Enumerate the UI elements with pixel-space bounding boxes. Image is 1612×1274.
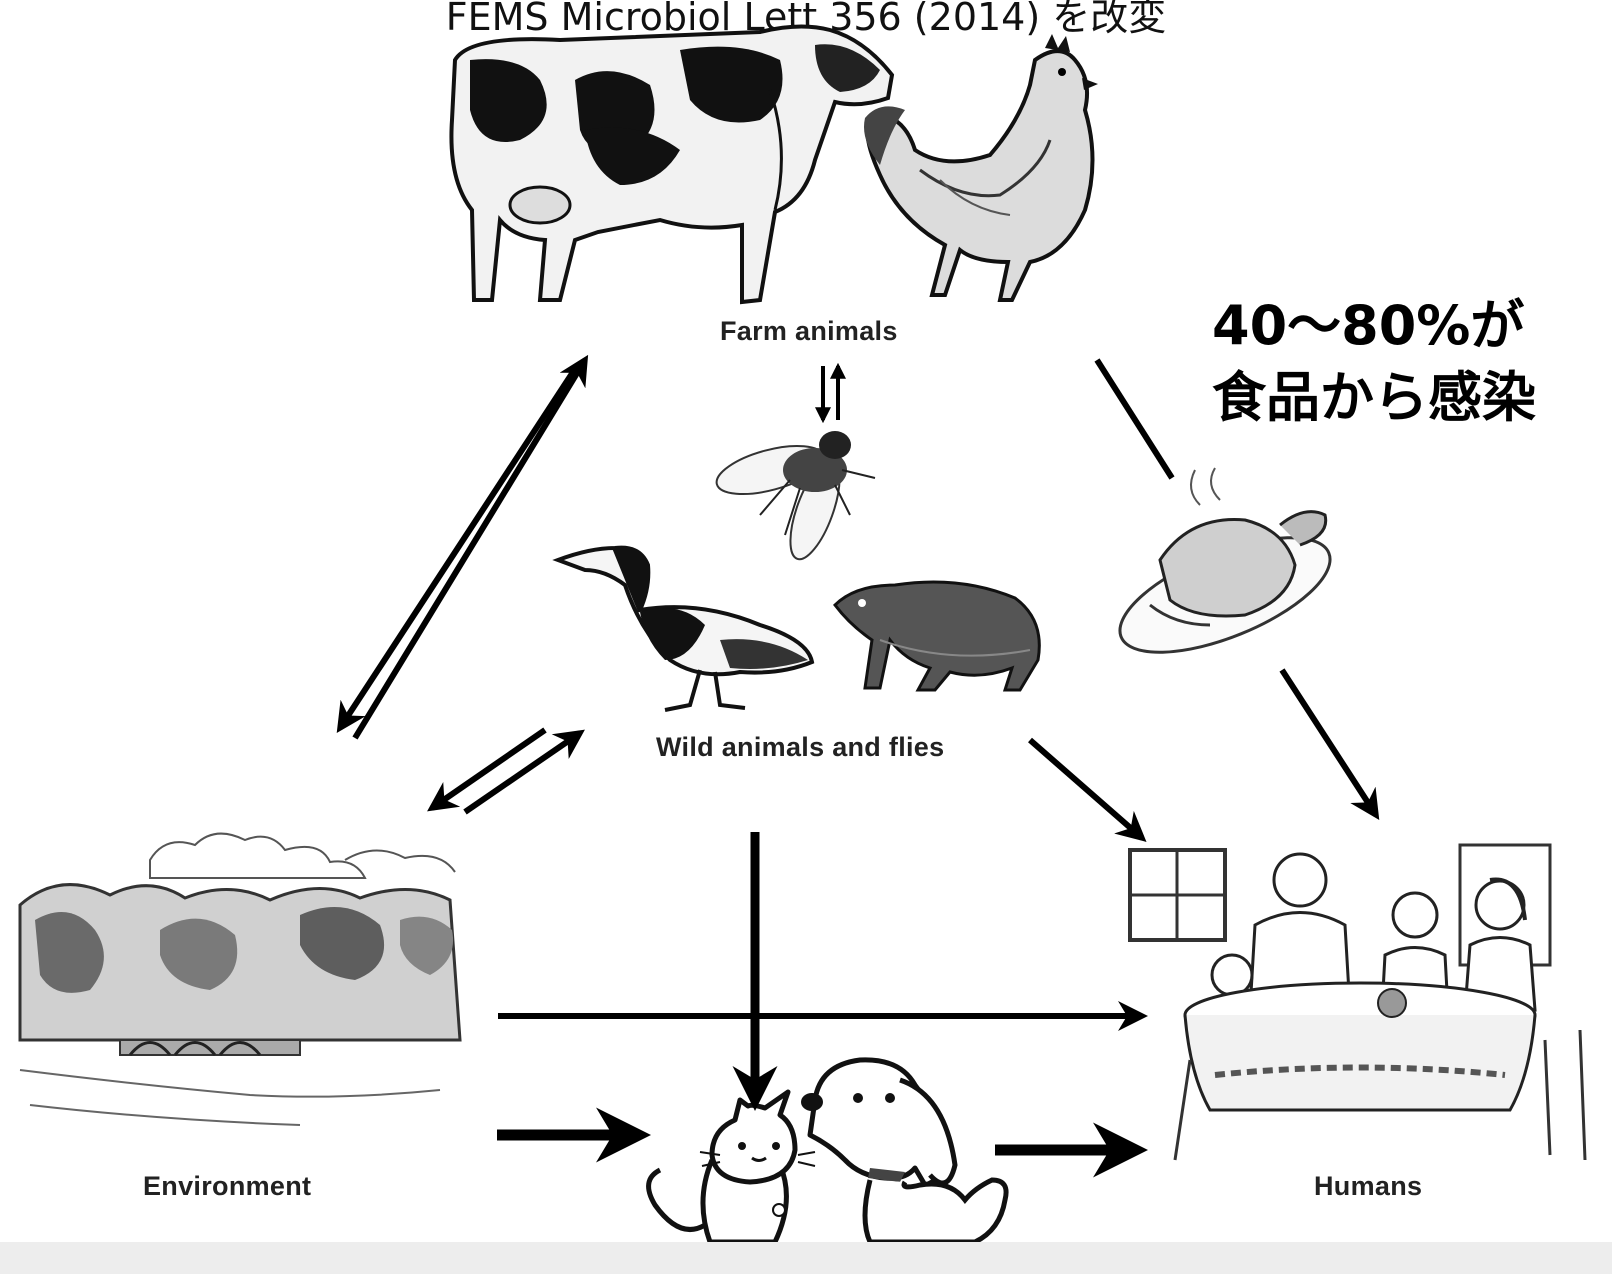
node-label-farm-animals: Farm animals (720, 316, 898, 347)
arrow-wild-to-humans (1030, 740, 1142, 838)
family-dinner-icon (1130, 845, 1585, 1160)
landscape-icon (20, 834, 460, 1125)
fly-icon (712, 431, 875, 565)
duck-icon (558, 546, 812, 710)
cow-icon (451, 26, 892, 302)
callout-line-2: 食品から感染 (1212, 362, 1536, 434)
arrow-farm-to-food (1097, 360, 1172, 478)
cat-icon (649, 1092, 815, 1242)
dog-icon (801, 1060, 1006, 1242)
footer-band (0, 1242, 1612, 1274)
callout-line-1: 40～80%が (1212, 290, 1536, 362)
node-label-environment: Environment (143, 1171, 311, 1202)
rooster-icon (864, 34, 1098, 300)
rodent-icon (835, 582, 1039, 690)
arrow-farm-wild-bidirectional (823, 366, 838, 420)
node-label-humans: Humans (1314, 1171, 1422, 1202)
food-infection-callout: 40～80%が 食品から感染 (1212, 290, 1536, 434)
node-label-wild-animals: Wild animals and flies (656, 732, 944, 763)
roast-chicken-icon (1105, 468, 1344, 676)
arrow-food-to-humans (1282, 670, 1376, 815)
arrow-environment-to-farm (355, 360, 585, 738)
arrow-farm-to-environment (340, 372, 573, 728)
